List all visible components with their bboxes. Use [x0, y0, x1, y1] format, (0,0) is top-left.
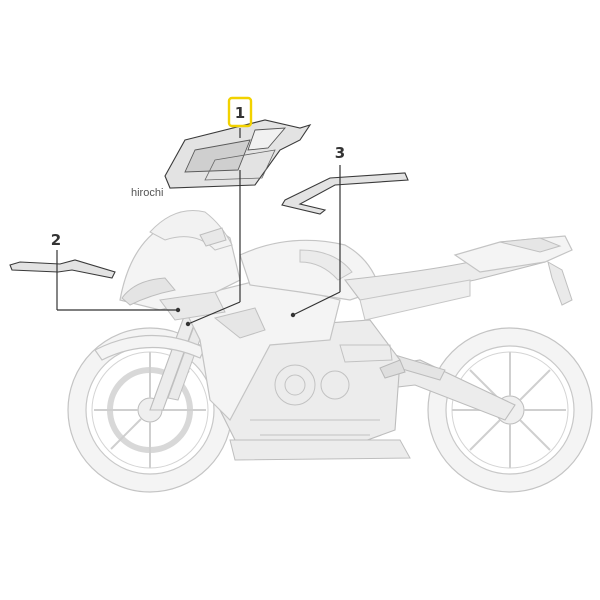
watermark-text: hirochi	[131, 187, 163, 199]
callout-1-highlight-box	[227, 96, 253, 128]
callout-1-label: 1	[235, 104, 245, 122]
callout-2: 2	[51, 231, 61, 249]
callout-3-label: 3	[335, 144, 345, 162]
part-1-tank-decal	[164, 119, 312, 189]
part-3-tail-stripe	[281, 172, 409, 215]
leader-1-dot	[185, 321, 191, 327]
leader-lines	[56, 128, 341, 327]
motorcycle-illustration	[67, 210, 593, 493]
callout-1: 1	[227, 96, 253, 128]
leader-1-diagonal	[187, 301, 241, 325]
leader-3-diagonal	[292, 291, 341, 316]
part-2-fairing-stripe	[9, 259, 116, 279]
leader-2-dot	[175, 307, 181, 313]
callout-3: 3	[335, 144, 345, 162]
callout-2-label: 2	[51, 231, 61, 249]
leader-3-dot	[290, 312, 296, 318]
